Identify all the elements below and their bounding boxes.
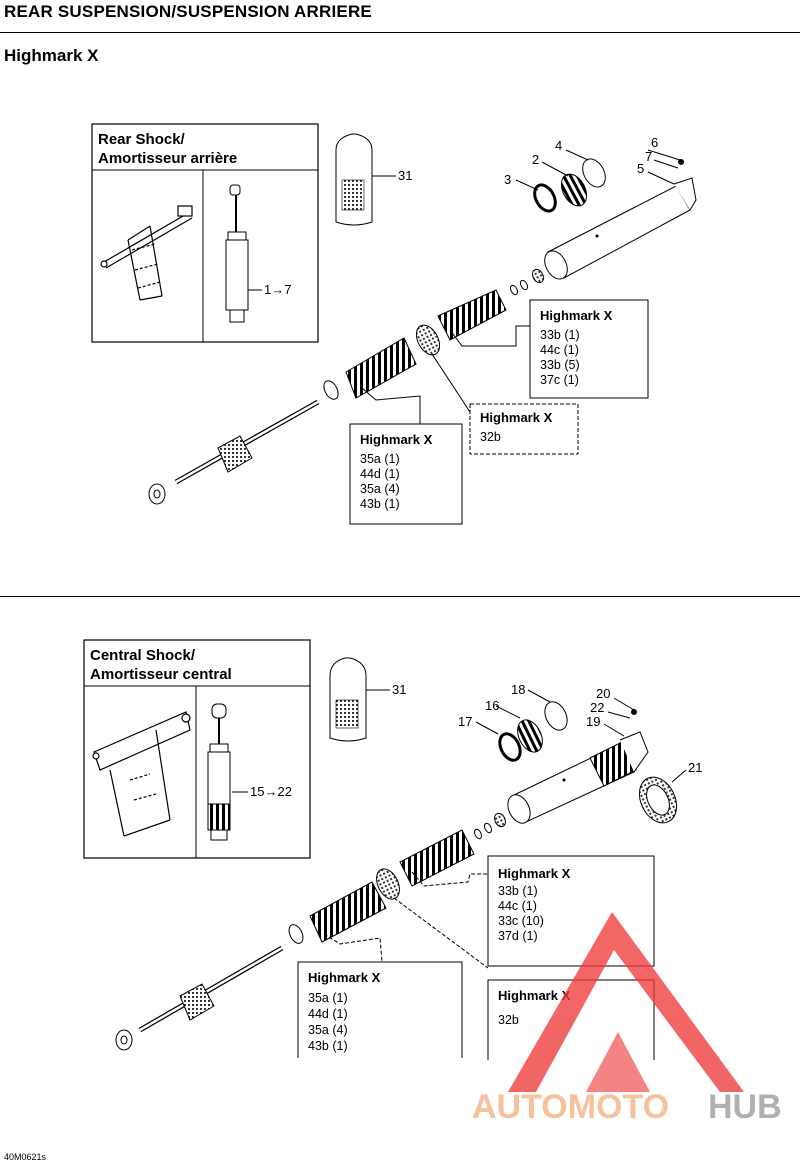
figure-code: 40M0621s xyxy=(4,1152,47,1162)
svg-text:33c (10): 33c (10) xyxy=(498,914,544,928)
rear-shock-title-1: Rear Shock/ xyxy=(98,131,186,148)
part-4-label: 4 xyxy=(555,138,562,153)
svg-text:Highmark X: Highmark X xyxy=(480,410,553,425)
central-seal-parts: 17 16 18 xyxy=(458,682,568,762)
watermark-text-2: HUB xyxy=(708,1088,782,1126)
part-18-label: 18 xyxy=(511,682,525,697)
spring-adapter xyxy=(415,324,441,356)
part-20-label: 20 xyxy=(596,686,610,701)
part-5-label: 5 xyxy=(637,161,644,176)
svg-text:Highmark X: Highmark X xyxy=(308,970,381,985)
section-divider xyxy=(0,596,800,597)
svg-text:35a (1): 35a (1) xyxy=(360,452,400,466)
seal-parts: 3 2 4 xyxy=(504,138,606,213)
central-callout-c: Highmark X 35a (1) 44d (1) 35a (4) 43b (… xyxy=(297,961,463,1058)
upper-spring xyxy=(437,289,507,341)
part-17-label: 17 xyxy=(458,714,472,729)
svg-text:43b (1): 43b (1) xyxy=(360,497,400,511)
central-valve-parts: 20 22 19 xyxy=(586,686,637,737)
svg-text:37d (1): 37d (1) xyxy=(498,929,538,943)
part-31-label: 31 xyxy=(398,168,412,183)
valve-parts: 6 7 5 xyxy=(637,135,684,185)
svg-text:Highmark X: Highmark X xyxy=(540,308,613,323)
rear-shock-thumbnail xyxy=(225,184,249,323)
svg-text:35a (4): 35a (4) xyxy=(308,1023,348,1037)
svg-text:33b (1): 33b (1) xyxy=(540,328,580,342)
svg-text:Highmark X: Highmark X xyxy=(498,988,571,1003)
small-washers xyxy=(509,268,545,296)
central-upper-spring xyxy=(399,829,475,887)
header-rule xyxy=(0,32,800,33)
oil-can-31-central: 31 xyxy=(329,657,406,742)
svg-text:32b: 32b xyxy=(480,430,501,444)
rear-shock-title-2: Amortisseur arrière xyxy=(98,150,237,167)
part-21-label: 21 xyxy=(688,760,702,775)
central-shock-shaft xyxy=(115,945,284,1051)
svg-text:37c (1): 37c (1) xyxy=(540,373,579,387)
central-shock-title-1: Central Shock/ xyxy=(90,647,196,664)
central-spring-washer xyxy=(288,924,304,944)
central-shock-title-2: Amortisseur central xyxy=(90,666,232,683)
svg-text:Highmark X: Highmark X xyxy=(498,866,571,881)
central-shock-range-label: 15→22 xyxy=(250,784,292,799)
part-22-label: 22 xyxy=(590,700,604,715)
svg-text:35a (1): 35a (1) xyxy=(308,991,348,1005)
svg-text:43b (1): 43b (1) xyxy=(308,1039,348,1053)
central-shock-inset: Central Shock/ Amortisseur central 15→22 xyxy=(83,639,311,859)
rear-callout-c: Highmark X 35a (1) 44d (1) 35a (4) 43b (… xyxy=(349,423,463,525)
part-2-label: 2 xyxy=(532,152,539,167)
oil-can-31: 31 xyxy=(335,133,412,226)
rear-shock-range-label: 1→7 xyxy=(264,282,291,297)
central-lower-spring xyxy=(309,881,387,943)
svg-text:Highmark X: Highmark X xyxy=(360,432,433,447)
central-small-washers xyxy=(474,812,506,840)
model-title: Highmark X xyxy=(4,46,99,65)
watermark-text-1: AUTOMOTO xyxy=(472,1088,669,1126)
leader-lines xyxy=(361,325,530,424)
spring-washer xyxy=(323,380,339,400)
part-3-label: 3 xyxy=(504,172,511,187)
part-31-central-label: 31 xyxy=(392,682,406,697)
rear-shock-inset: Rear Shock/ Amortisseur arrière 1→7 xyxy=(91,123,319,343)
svg-text:33b (5): 33b (5) xyxy=(540,358,580,372)
svg-text:35a (4): 35a (4) xyxy=(360,482,400,496)
page-header: REAR SUSPENSION/SUSPENSION ARRIERE xyxy=(4,2,372,21)
svg-text:44d (1): 44d (1) xyxy=(308,1007,348,1021)
lower-spring xyxy=(345,337,417,399)
part-19-label: 19 xyxy=(586,714,600,729)
preload-ring-21: 21 xyxy=(638,760,702,824)
central-shock-body xyxy=(507,731,649,824)
shock-body xyxy=(544,177,697,280)
svg-text:32b: 32b xyxy=(498,1013,519,1027)
svg-text:33b (1): 33b (1) xyxy=(498,884,538,898)
part-6-label: 6 xyxy=(651,135,658,150)
rear-callout-b: Highmark X 32b xyxy=(469,403,579,455)
central-shock-thumbnail xyxy=(207,703,231,841)
svg-text:44c (1): 44c (1) xyxy=(540,343,579,357)
central-frame-sketch xyxy=(92,711,191,837)
svg-text:44d (1): 44d (1) xyxy=(360,467,400,481)
watermark: AUTOMOTO HUB xyxy=(472,912,782,1126)
rear-shock-section: Rear Shock/ Amortisseur arrière 1→7 xyxy=(91,123,697,525)
watermark-triangle xyxy=(508,912,744,1092)
rear-callout-a: Highmark X 33b (1) 44c (1) 33b (5) 37c (… xyxy=(529,299,649,399)
part-7-label: 7 xyxy=(645,149,652,164)
shock-shaft xyxy=(148,399,320,505)
part-16-label: 16 xyxy=(485,698,499,713)
svg-text:44c (1): 44c (1) xyxy=(498,899,537,913)
central-shock-section: Central Shock/ Amortisseur central 15→22 xyxy=(83,639,702,1060)
central-leader-lines xyxy=(323,871,489,969)
rear-frame-sketch xyxy=(100,205,193,301)
